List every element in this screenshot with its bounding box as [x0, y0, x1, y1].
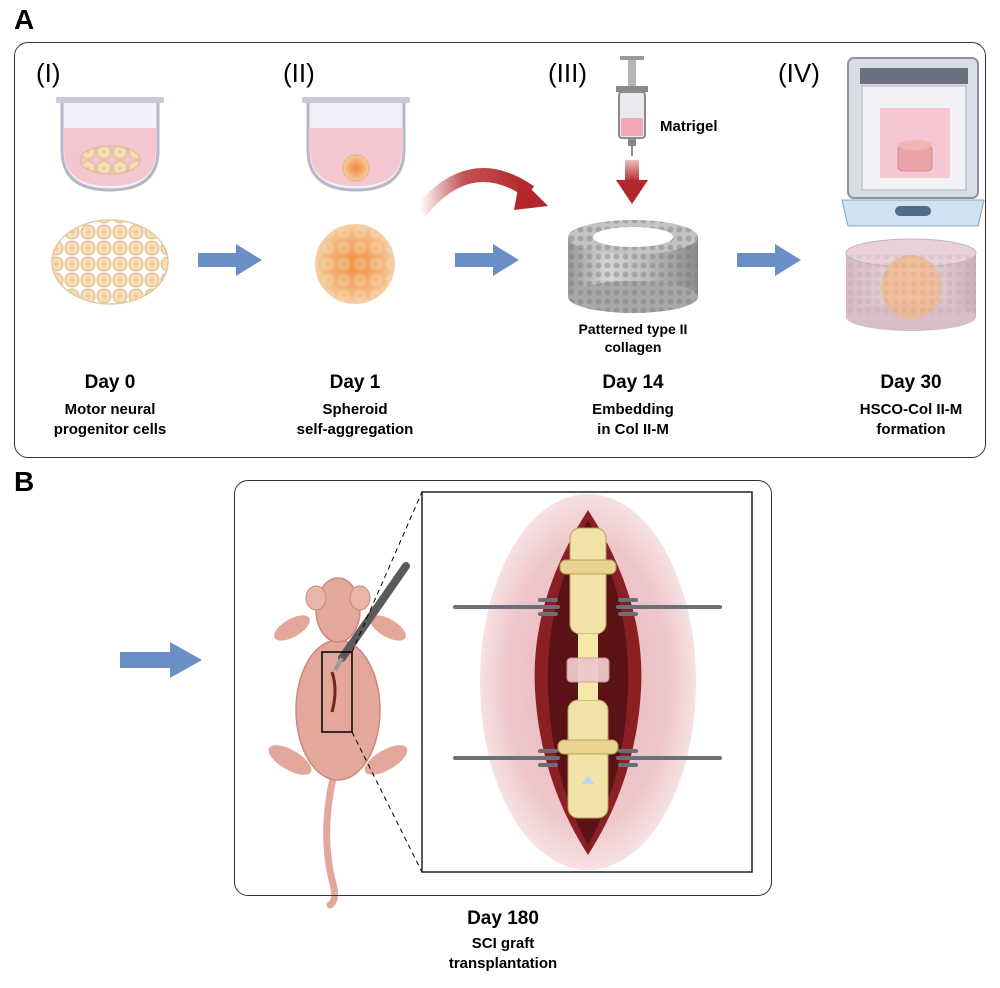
- collagen-scaffold-icon: [568, 220, 698, 313]
- panel-b-frame: [234, 480, 772, 896]
- scalpel-icon: [333, 562, 410, 672]
- tube-icon-1: [56, 97, 164, 192]
- panel-b-caption: Day 180 SCI graft transplantation: [403, 908, 603, 974]
- matrigel-label: Matrigel: [660, 118, 718, 135]
- retractor-icon: [453, 598, 722, 767]
- stage-4-numeral: (IV): [778, 58, 820, 88]
- panel-a-frame: [14, 42, 986, 458]
- mouse-icon: [268, 577, 408, 909]
- zoom-line-top: [351, 491, 423, 653]
- syringe-icon: [616, 56, 648, 156]
- panel-b-day: Day 180: [467, 908, 539, 929]
- stage-2-desc-line2: self-aggregation: [296, 421, 414, 438]
- down-arrow-icon: [616, 160, 648, 204]
- spheroid-icon: [315, 224, 395, 304]
- stage-4-desc-line2: formation: [876, 421, 946, 438]
- stage-1-caption: Day 0 Motor neural progenitor cells: [10, 372, 210, 440]
- incubator-icon: [841, 57, 985, 227]
- stage-1-day: Day 0: [84, 372, 136, 393]
- panel-b-desc-line1: SCI graft: [471, 935, 535, 952]
- panel-b-desc-line2: transplantation: [448, 955, 558, 972]
- stage-1-desc-line2: progenitor cells: [53, 421, 167, 438]
- stage-3-day: Day 14: [602, 372, 664, 393]
- stage-4-day: Day 30: [880, 372, 942, 393]
- collagen-label-line1: Patterned type II: [578, 321, 688, 337]
- stage-3-desc-line2: in Col II-M: [597, 421, 669, 438]
- arrow-icon-1: [198, 244, 262, 276]
- cell-cluster-icon: [51, 219, 169, 305]
- arrow-icon-2: [455, 244, 519, 276]
- stage-3-caption: Day 14 Embedding in Col II-M: [533, 372, 733, 440]
- stage-4-caption: Day 30 HSCO-Col II-M formation: [811, 372, 1000, 440]
- stage-1-desc-line1: Motor neural: [64, 401, 156, 418]
- zoom-line-bottom: [351, 731, 423, 873]
- stage-2-desc-line1: Spheroid: [322, 401, 388, 418]
- stage-3-desc-line1: Embedding: [592, 401, 674, 418]
- panel-label-b: B: [14, 466, 35, 497]
- arrow-icon-3: [737, 244, 801, 276]
- collagen-label: Patterned type II collagen: [548, 320, 718, 356]
- stage-2-day: Day 1: [329, 372, 381, 393]
- stage-3-numeral: (III): [548, 58, 587, 88]
- stage-4-desc-line1: HSCO-Col II-M: [859, 401, 963, 418]
- tube-icon-2: [302, 97, 410, 192]
- zoom-box: [321, 651, 353, 733]
- collagen-label-line2: collagen: [604, 339, 662, 355]
- organoid-construct-icon: [845, 238, 977, 331]
- surgery-site-icon: [480, 494, 696, 870]
- stage-2-caption: Day 1 Spheroid self-aggregation: [255, 372, 455, 440]
- curved-arrow-icon: [414, 168, 548, 217]
- arrow-icon-4: [120, 642, 202, 678]
- panel-label-a: A: [14, 4, 35, 35]
- stage-1-numeral: (I): [36, 58, 61, 88]
- stage-2-numeral: (II): [283, 58, 315, 88]
